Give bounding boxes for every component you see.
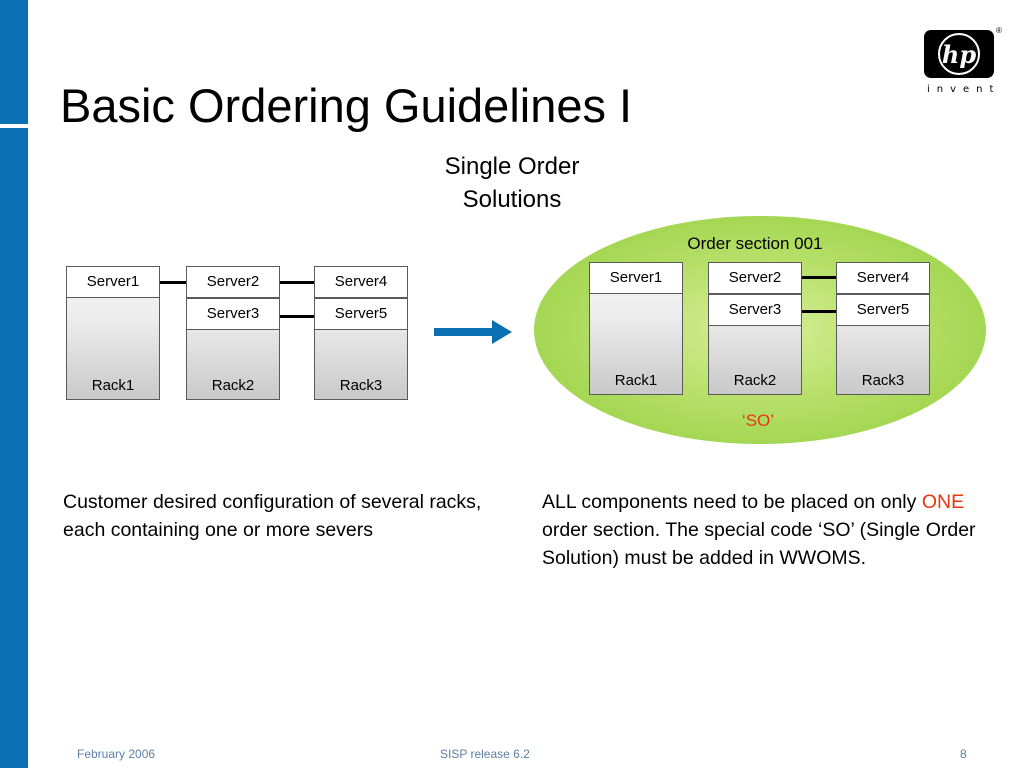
left-rack2-label: Rack2 — [211, 377, 255, 394]
right-rack1-label: Rack1 — [614, 372, 658, 389]
right-caption-highlight: ONE — [921, 491, 965, 513]
left-rack1-server1: Server1 — [66, 266, 160, 298]
slide-subtitle: Single Order Solutions — [412, 150, 612, 216]
registered-mark: ® — [996, 26, 1002, 35]
right-rack3-server5: Server5 — [836, 294, 930, 326]
left-link-server3-server5 — [280, 315, 314, 318]
right-rack-2: Server2 Server3 Rack2 — [708, 262, 802, 395]
footer-date: February 2006 — [77, 747, 156, 761]
right-rack3-label: Rack3 — [861, 372, 905, 389]
right-link-server2-server4 — [802, 276, 836, 279]
left-rack3-server4: Server4 — [314, 266, 408, 298]
right-link-server3-server5 — [802, 310, 836, 313]
left-caption: Customer desired configuration of severa… — [63, 491, 482, 541]
subtitle-line-1: Single Order — [444, 153, 580, 180]
right-arrow-icon — [434, 320, 512, 344]
right-caption-end: order section. The special code ‘SO’ (Si… — [542, 519, 976, 569]
hp-logo-tagline: invent — [927, 84, 1001, 95]
footer-release: SISP release 6.2 — [440, 747, 530, 761]
right-rack2-server3: Server3 — [708, 294, 802, 326]
subtitle-line-2: Solutions — [462, 186, 562, 213]
left-link-server1-server2 — [160, 281, 186, 284]
left-rack2-server3: Server3 — [186, 298, 280, 330]
right-caption-start: ALL components need to be placed on only — [542, 491, 922, 513]
left-rack-2: Server2 Server3 Rack2 — [186, 266, 280, 400]
right-rack-1: Server1 Rack1 — [589, 262, 683, 395]
hp-logo: hp ® invent — [924, 26, 1002, 95]
left-rack1-label: Rack1 — [91, 377, 135, 394]
left-rack3-server5: Server5 — [314, 298, 408, 330]
right-rack1-server1: Server1 — [589, 262, 683, 294]
footer-page-number: 8 — [960, 747, 967, 761]
hp-logo-mark: hp — [938, 33, 980, 75]
side-accent-bar — [0, 0, 28, 768]
right-rack2-label: Rack2 — [733, 372, 777, 389]
left-rack3-label: Rack3 — [339, 377, 383, 394]
right-rack-3: Server4 Server5 Rack3 — [836, 262, 930, 395]
left-link-server2-server4 — [280, 281, 314, 284]
right-caption: ALL components need to be placed on only… — [542, 488, 992, 572]
so-code-label: ‘SO’ — [741, 411, 775, 430]
right-rack2-server2: Server2 — [708, 262, 802, 294]
left-rack-3: Server4 Server5 Rack3 — [314, 266, 408, 400]
hp-logo-box: hp — [924, 30, 994, 78]
side-accent-notch — [0, 124, 28, 128]
left-rack2-server2: Server2 — [186, 266, 280, 298]
left-rack-1: Server1 Rack1 — [66, 266, 160, 400]
right-rack3-server4: Server4 — [836, 262, 930, 294]
order-section-label: Order section 001 — [687, 234, 823, 253]
slide-title: Basic Ordering Guidelines I — [60, 79, 633, 132]
